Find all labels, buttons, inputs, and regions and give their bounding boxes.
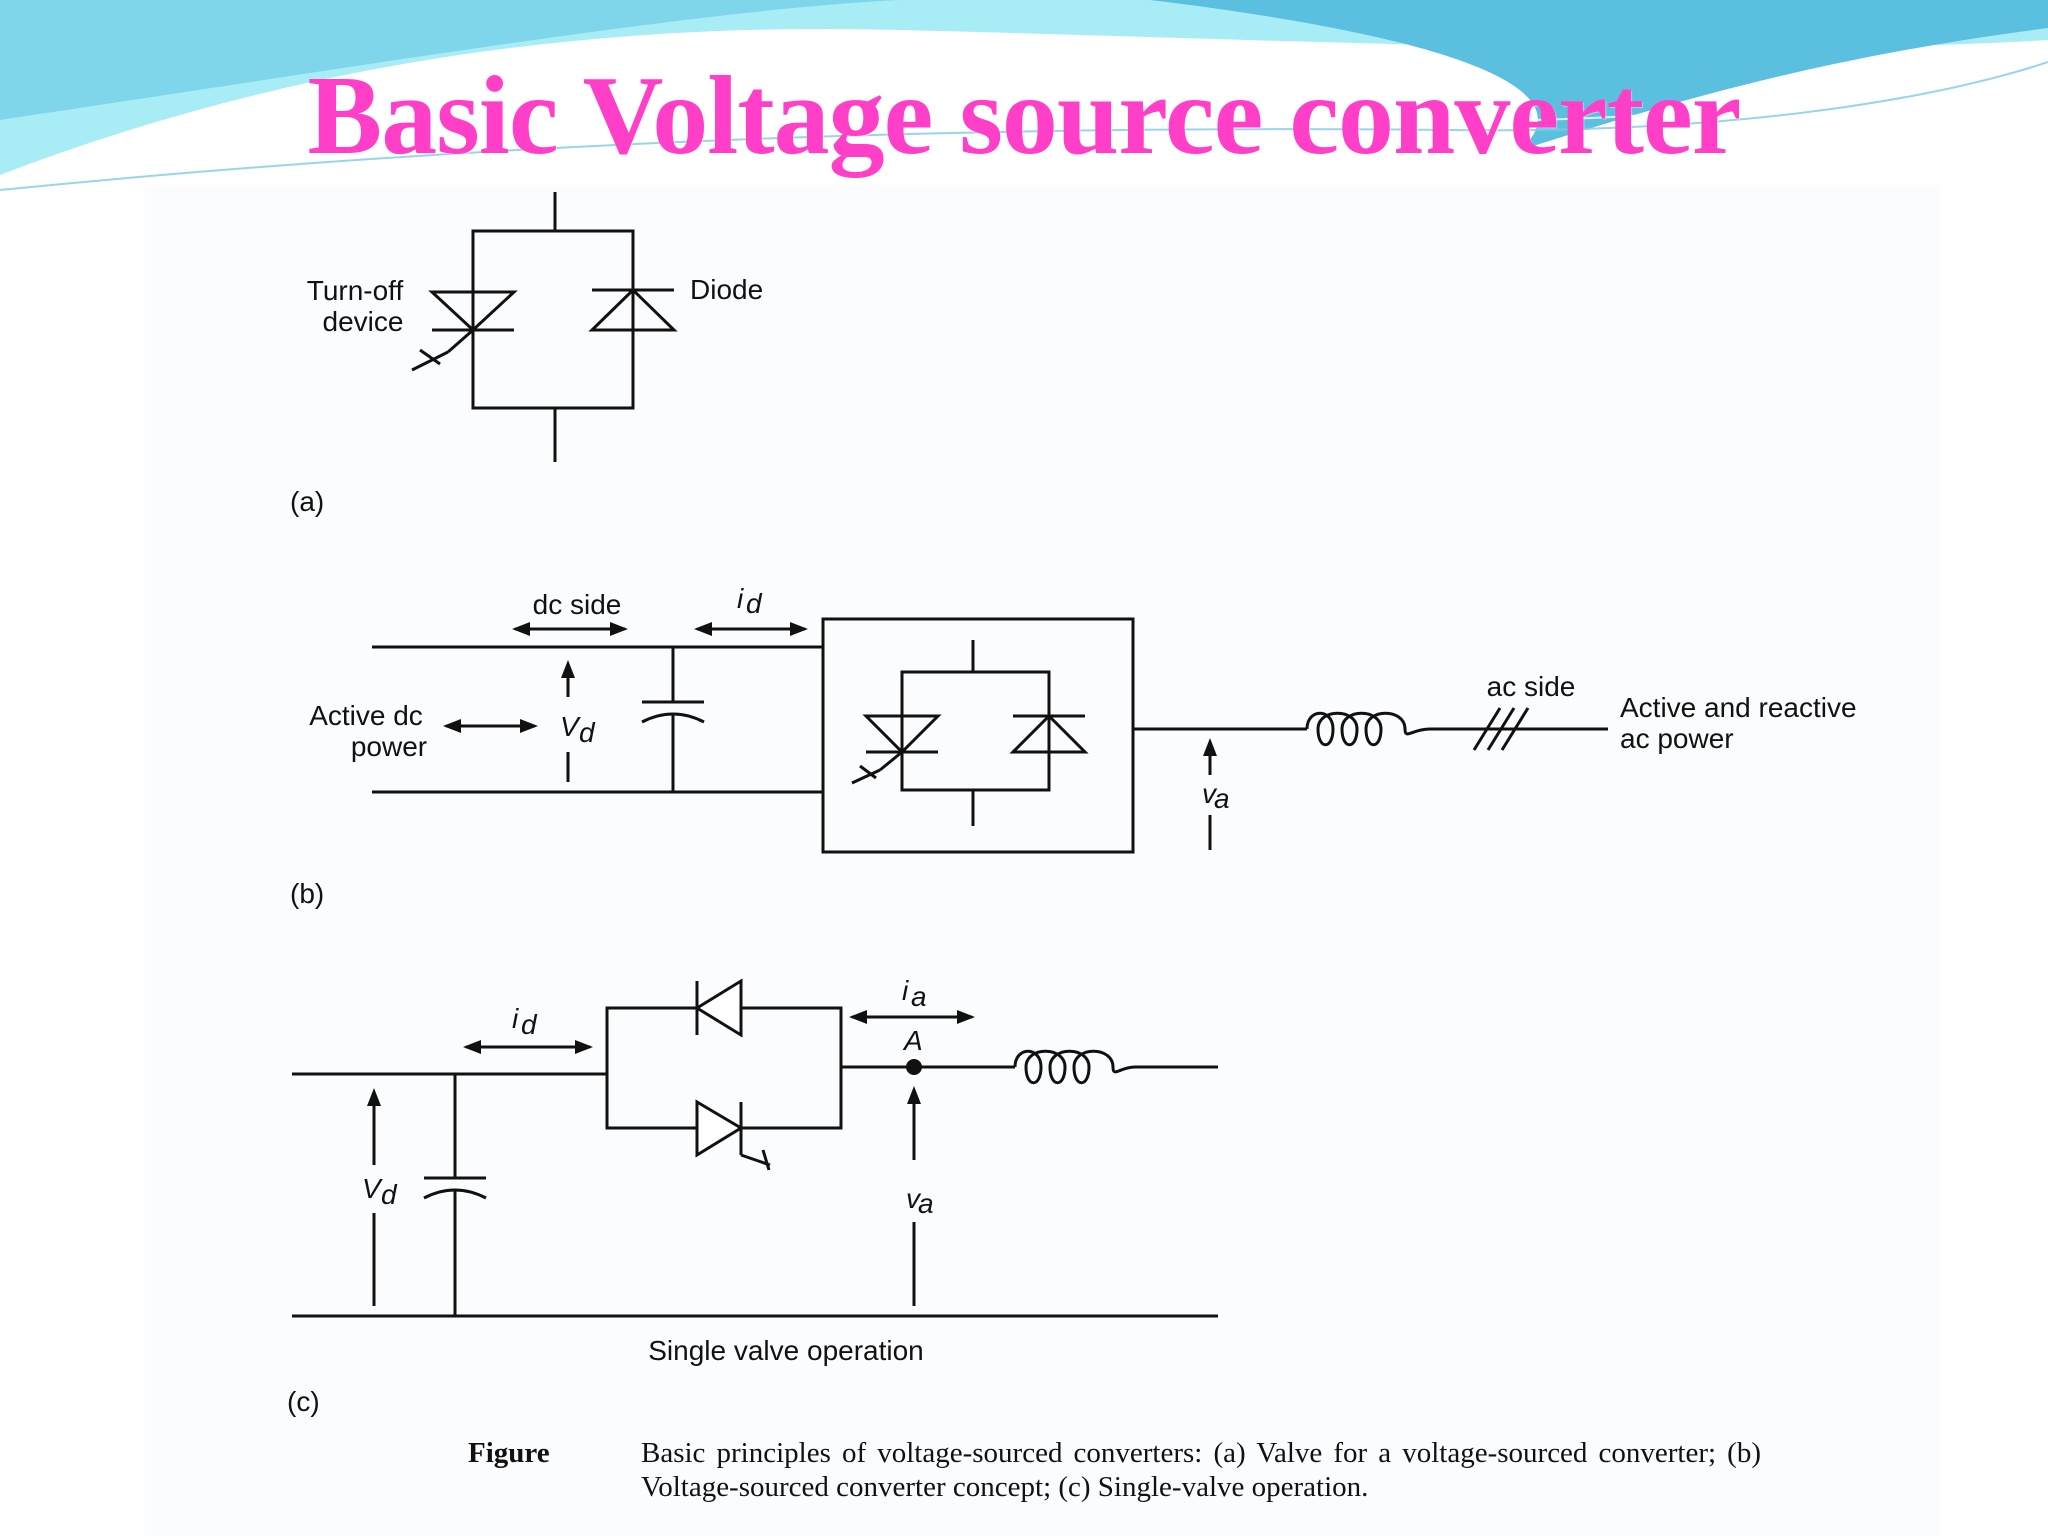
panel-c-tag: (c) — [287, 1386, 320, 1417]
b-capacitor — [641, 647, 705, 792]
wave-dark — [1150, 0, 2048, 150]
node-a-label: A — [902, 1025, 923, 1056]
b-vd-label: V — [560, 711, 581, 742]
b-vd-arrow — [561, 660, 575, 782]
b-id-arrow — [694, 622, 808, 636]
caption-text: Basic principles of voltage-sourced conv… — [641, 1437, 1761, 1503]
c-ia-label: i — [902, 975, 909, 1006]
node-a-dot — [906, 1059, 922, 1075]
figure-panel: Turn-off device Diode (a) — [145, 185, 1940, 1536]
wave-mid — [0, 0, 900, 120]
a-valve-frame — [471, 229, 635, 410]
b-turn-off-device — [851, 714, 942, 785]
caption-heading: Figure — [468, 1437, 550, 1469]
diode-symbol — [588, 287, 678, 332]
c-diode — [694, 978, 743, 1038]
ac-side-label: ac side — [1487, 671, 1576, 702]
c-vd-subscript: d — [381, 1179, 398, 1210]
active-ac-label-1: Active and reactive — [1620, 692, 1857, 723]
c-turn-off-device — [695, 1099, 771, 1171]
b-ac-inductor — [1305, 711, 1431, 747]
slide-title: Basic Voltage source converter — [307, 54, 1742, 178]
c-id-label: i — [512, 1003, 519, 1034]
dc-side-arrow — [512, 622, 628, 636]
vsc-diagram: Turn-off device Diode (a) — [287, 192, 1857, 1417]
c-vd-arrow — [367, 1088, 381, 1306]
wave-line-1 — [0, 54, 2048, 181]
active-ac-label-2: ac power — [1620, 723, 1734, 754]
c-ac-inductor — [1013, 1049, 1136, 1085]
b-va-arrow — [1203, 738, 1217, 850]
single-valve-c: V d i d — [287, 975, 1218, 1417]
turn-off-device-symbol — [411, 290, 518, 372]
three-phase-marks — [1472, 707, 1530, 751]
panel-a-tag: (a) — [290, 486, 324, 517]
c-va-label: v — [906, 1183, 922, 1214]
converter-b: dc side i d V d — [290, 583, 1857, 909]
turn-off-label-1: Turn-off — [307, 275, 404, 306]
c-ia-subscript: a — [911, 981, 927, 1012]
b-valve-frame — [900, 670, 1051, 792]
b-id-subscript: d — [746, 588, 763, 619]
diode-label: Diode — [690, 274, 763, 305]
single-valve-label: Single valve operation — [648, 1335, 924, 1366]
c-va-arrow — [907, 1086, 921, 1306]
b-va-label: v — [1202, 778, 1218, 809]
c-vd-label: V — [362, 1173, 383, 1204]
wave-line-2 — [0, 61, 2048, 191]
c-id-arrow — [463, 1040, 593, 1054]
b-id-label: i — [737, 583, 744, 614]
b-vd-subscript: d — [579, 717, 596, 748]
b-va-subscript: a — [1214, 783, 1230, 814]
c-id-subscript: d — [521, 1009, 538, 1040]
c-ia-arrow — [849, 1010, 975, 1024]
b-diode — [1009, 713, 1089, 754]
active-dc-label-1: Active dc — [309, 700, 423, 731]
dc-side-label: dc side — [533, 589, 622, 620]
c-va-subscript: a — [918, 1188, 934, 1219]
active-dc-arrow — [443, 719, 538, 733]
converter-box — [821, 617, 1135, 854]
panel-b-tag: (b) — [290, 878, 324, 909]
active-dc-label-2: power — [351, 731, 427, 762]
c-capacitor — [423, 1074, 487, 1316]
valve-a: Turn-off device Diode (a) — [290, 192, 763, 517]
turn-off-label-2: device — [323, 306, 404, 337]
